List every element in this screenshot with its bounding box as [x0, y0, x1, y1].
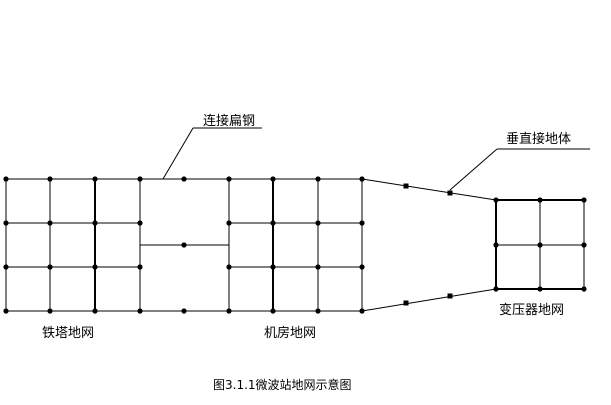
- grid-node: [537, 242, 543, 248]
- vertical-electrode-marker: [403, 183, 409, 189]
- grid-node: [47, 264, 53, 270]
- grid-node: [226, 264, 232, 270]
- link-line: [361, 178, 497, 201]
- grid-node: [137, 264, 143, 270]
- grid-node: [92, 176, 98, 182]
- grid-node: [226, 308, 232, 314]
- grid-node: [270, 220, 276, 226]
- grid-node: [47, 176, 53, 182]
- leader-line: [162, 127, 194, 180]
- grid-node: [537, 286, 543, 292]
- transformer-grid-label: 变压器地网: [499, 303, 565, 318]
- grid-node: [181, 176, 187, 182]
- grid-node: [181, 242, 187, 248]
- grid-node: [359, 220, 365, 226]
- tower-grid-label: 铁塔地网: [42, 326, 95, 341]
- vertical-electrode-marker: [447, 293, 453, 299]
- grid-node: [270, 264, 276, 270]
- vertical-electrode-marker: [447, 190, 453, 196]
- grid-node: [92, 264, 98, 270]
- grid-node: [315, 264, 321, 270]
- grid-node: [581, 197, 587, 203]
- figure-caption: 图3.1.1微波站地网示意图: [213, 378, 352, 392]
- link-line: [361, 288, 497, 312]
- vertical-electrode-label: 垂直接地体: [506, 132, 572, 147]
- grid-node: [270, 308, 276, 314]
- vertical-electrode-marker: [403, 300, 409, 306]
- grid-node: [47, 308, 53, 314]
- grid-node: [315, 308, 321, 314]
- grid-node: [47, 220, 53, 226]
- grid-node: [3, 264, 9, 270]
- grid-node: [315, 220, 321, 226]
- grid-node: [226, 220, 232, 226]
- grid-node: [315, 176, 321, 182]
- grid-node: [137, 220, 143, 226]
- grid-node: [581, 242, 587, 248]
- grid-node: [359, 176, 365, 182]
- grid-node: [359, 308, 365, 314]
- grid-node: [92, 220, 98, 226]
- grid-node: [137, 176, 143, 182]
- grid-node: [270, 176, 276, 182]
- grid-node: [537, 197, 543, 203]
- grid-node: [181, 308, 187, 314]
- grid-node: [92, 308, 98, 314]
- grid-node: [493, 286, 499, 292]
- flat-steel-label: 连接扁钢: [203, 114, 256, 129]
- grid-node: [581, 286, 587, 292]
- grid-node: [226, 176, 232, 182]
- grid-node: [3, 220, 9, 226]
- grid-node: [359, 264, 365, 270]
- grid-node: [3, 308, 9, 314]
- grid-node: [3, 176, 9, 182]
- grid-node: [493, 197, 499, 203]
- grid-node: [493, 242, 499, 248]
- leader-line: [449, 148, 498, 191]
- machine-room-grid-label: 机房地网: [264, 326, 317, 341]
- grid-node: [137, 308, 143, 314]
